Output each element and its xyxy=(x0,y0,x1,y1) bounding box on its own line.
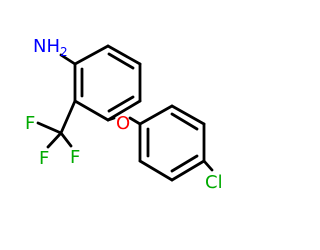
bond-c-o xyxy=(106,116,116,122)
bond xyxy=(106,44,142,66)
bond-c-f xyxy=(59,131,73,148)
aniline-ring xyxy=(73,44,142,122)
bond xyxy=(170,104,206,126)
bond xyxy=(73,44,110,66)
amine-subscript: 2 xyxy=(60,45,68,59)
double-bond-inner xyxy=(170,112,199,131)
amine-h: H xyxy=(46,36,60,57)
bond-o-c xyxy=(128,116,142,126)
double-bond-inner xyxy=(107,95,135,113)
fluorine-label-1: F xyxy=(25,113,35,134)
bond-c-f xyxy=(36,121,63,135)
amine-n: N xyxy=(33,36,46,57)
bond xyxy=(138,159,174,182)
double-bond-inner xyxy=(107,52,135,70)
amine-label: NH2 xyxy=(33,36,68,59)
chlorophenyl-ring xyxy=(138,104,206,182)
bond-c-f xyxy=(46,131,63,149)
bond-ring-cf3 xyxy=(59,99,77,135)
fluorine-label-3: F xyxy=(70,147,80,168)
chlorine-label: Cl xyxy=(205,172,223,193)
bond xyxy=(73,99,110,122)
molecule-drawing: NH2 O F F F Cl xyxy=(25,36,223,193)
oxygen-label: O xyxy=(116,113,130,134)
fluorine-label-2: F xyxy=(39,148,49,169)
bond-c-n xyxy=(59,53,77,66)
bond xyxy=(138,104,174,126)
bond-c-cl xyxy=(202,159,214,172)
structure-canvas: NH2 O F F F Cl xyxy=(25,36,223,193)
bond xyxy=(170,159,206,182)
double-bond-inner xyxy=(170,154,199,173)
trifluoromethyl-group xyxy=(36,99,77,149)
